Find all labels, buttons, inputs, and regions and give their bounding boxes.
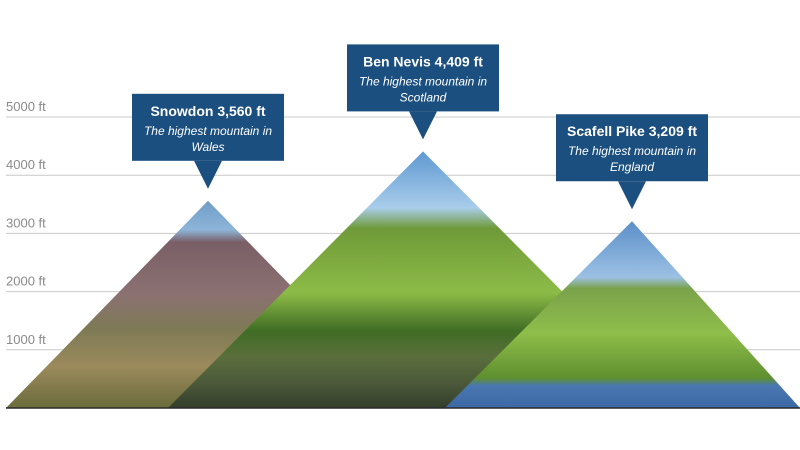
callout-subtitle-line2: England: [610, 160, 654, 174]
callout-subtitle-line1: The highest mountain in: [144, 124, 272, 138]
callout-pointer: [409, 111, 437, 140]
callout-box: [132, 93, 284, 161]
callout-title: Ben Nevis 4,409 ft: [363, 53, 483, 69]
callout-box: [347, 44, 499, 112]
y-tick-label: 2000 ft: [6, 274, 46, 289]
callout-subtitle-line1: The highest mountain in: [568, 144, 696, 158]
callout-snowdon: Snowdon 3,560 ft The highest mountain in W…: [132, 93, 284, 189]
callout-box: [556, 114, 708, 182]
callout-scafell-pike: Scafell Pike 3,209 ft The highest mountai…: [556, 114, 708, 210]
callout-subtitle-line1: The highest mountain in: [359, 74, 487, 88]
callout-pointer: [194, 160, 222, 189]
callout-title: Snowdon 3,560 ft: [150, 103, 265, 119]
y-tick-label: 5000 ft: [6, 99, 46, 114]
y-tick-label: 1000 ft: [6, 332, 46, 347]
callout-subtitle-line2: Scotland: [400, 90, 447, 104]
callout-title: Scafell Pike 3,209 ft: [567, 123, 697, 139]
y-tick-label: 3000 ft: [6, 215, 46, 230]
y-tick-label: 4000 ft: [6, 157, 46, 172]
callout-ben-nevis: Ben Nevis 4,409 ft The highest mountain i…: [347, 44, 499, 140]
mountain-triangles: [6, 151, 800, 409]
mountain-scafell-pike: [445, 221, 800, 408]
callout-pointer: [618, 181, 646, 210]
mountain-callouts: Snowdon 3,560 ft The highest mountain in W…: [132, 44, 708, 210]
callout-subtitle-line2: Wales: [191, 140, 224, 154]
y-axis-tick-labels: 1000 ft 2000 ft 3000 ft 4000 ft 5000 ft: [6, 99, 46, 347]
